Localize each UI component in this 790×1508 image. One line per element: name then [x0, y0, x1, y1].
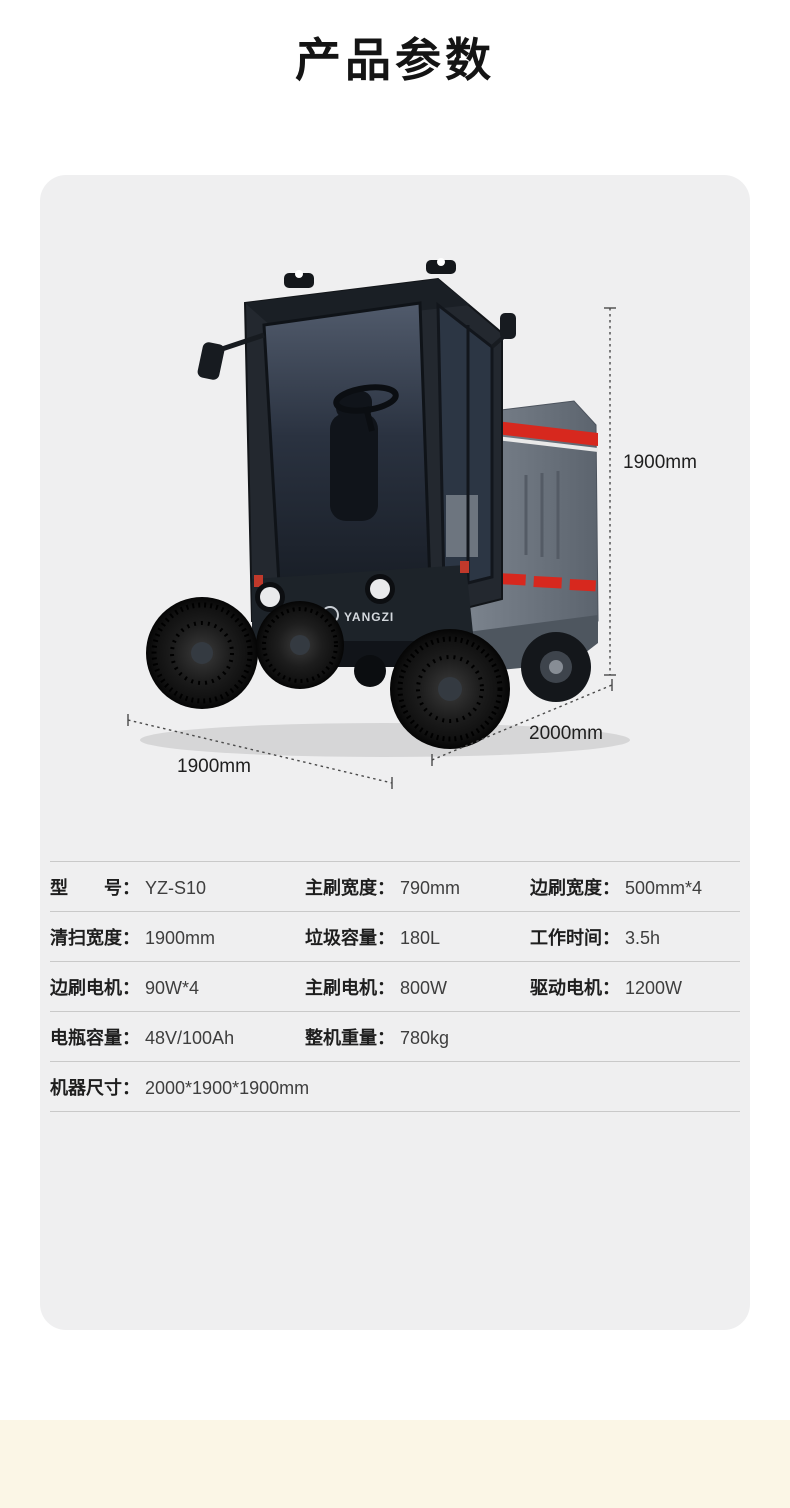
spec-row-1: 型 号： YZ-S10 主刷宽度： 790mm 边刷宽度： 500mm*4 — [50, 861, 740, 911]
spec-value: 1200W — [625, 977, 683, 998]
spec-cell-main-brush-motor: 主刷电机： 800W — [305, 974, 530, 1000]
footer-strip — [0, 1420, 790, 1508]
side-brush-right — [390, 629, 510, 749]
spec-cell-machine-weight: 整机重量： 780kg — [305, 1024, 530, 1050]
spec-label: 边刷宽度： — [530, 877, 620, 898]
spec-label: 整机重量： — [305, 1027, 395, 1048]
spec-value: 180L — [400, 927, 441, 948]
dimension-width-line — [127, 714, 393, 789]
rear-wheel — [521, 632, 591, 702]
spec-cell-model: 型 号： YZ-S10 — [50, 874, 305, 900]
spec-cell-side-brush-motor: 边刷电机： 90W*4 — [50, 974, 305, 1000]
sweeper-illustration: YANGZI — [146, 258, 599, 749]
left-mirror — [197, 332, 265, 380]
side-brush-middle — [256, 601, 344, 689]
steering-wheel — [333, 384, 399, 432]
dimension-width-label: 1900mm — [177, 756, 251, 777]
spec-label: 垃圾容量： — [305, 927, 395, 948]
spec-label: 主刷宽度： — [305, 877, 395, 898]
side-brush-left — [146, 597, 258, 709]
spec-label: 工作时间： — [530, 927, 620, 948]
spec-cell-cleaning-width: 清扫宽度： 1900mm — [50, 924, 305, 950]
headlight-right — [365, 574, 395, 604]
dimension-length-label: 2000mm — [529, 723, 603, 744]
spec-value: 790mm — [400, 877, 461, 898]
spec-value: YZ-S10 — [145, 877, 207, 898]
spec-value: 3.5h — [625, 927, 661, 948]
spec-row-4: 电瓶容量： 48V/100Ah 整机重量： 780kg — [50, 1011, 740, 1061]
spec-value: 1900mm — [145, 927, 216, 948]
spec-value: 48V/100Ah — [145, 1027, 235, 1048]
spec-label: 型 号： — [50, 877, 140, 898]
spec-value: 800W — [400, 977, 448, 998]
spec-label: 清扫宽度： — [50, 927, 140, 948]
red-stripe-bottom — [497, 573, 596, 592]
brand-logo-text: YANGZI — [344, 610, 394, 624]
spec-row-5: 机器尺寸： 2000*1900*1900mm — [50, 1061, 740, 1111]
spec-label: 主刷电机： — [305, 977, 395, 998]
spec-cell-bin-capacity: 垃圾容量： 180L — [305, 924, 530, 950]
page-title: 产品参数 — [295, 34, 495, 86]
cab-roof — [245, 279, 470, 327]
spec-row-3: 边刷电机： 90W*4 主刷电机： 800W 驱动电机： 1200W — [50, 961, 740, 1011]
spec-table: 型 号： YZ-S10 主刷宽度： 790mm 边刷宽度： 500mm*4 清扫… — [50, 861, 740, 1112]
spec-label: 边刷电机： — [50, 977, 140, 998]
spec-row-2: 清扫宽度： 1900mm 垃圾容量： 180L 工作时间： 3.5h — [50, 911, 740, 961]
spec-cell-main-brush-width: 主刷宽度： 790mm — [305, 874, 530, 900]
spec-cell-machine-size: 机器尺寸： 2000*1900*1900mm — [50, 1074, 740, 1100]
spec-label: 机器尺寸： — [50, 1077, 140, 1098]
dimension-height-line — [604, 307, 616, 676]
spec-value: 2000*1900*1900mm — [145, 1077, 310, 1098]
dimension-height-label: 1900mm — [623, 452, 697, 473]
spec-cell-battery-capacity: 电瓶容量： 48V/100Ah — [50, 1024, 305, 1050]
right-mirror — [490, 313, 516, 349]
spec-cell-side-brush-width: 边刷宽度： 500mm*4 — [530, 874, 740, 900]
spec-cell-drive-motor: 驱动电机： 1200W — [530, 974, 740, 1000]
headlight-left — [255, 582, 285, 612]
spec-label: 驱动电机： — [530, 977, 620, 998]
roof-lights — [284, 258, 456, 288]
product-figure: YANGZI — [127, 258, 697, 789]
spec-value: 780kg — [400, 1027, 450, 1048]
ground-shadow — [140, 723, 630, 757]
product-card: YANGZI — [40, 175, 750, 1330]
dimension-length-line — [431, 679, 613, 766]
spec-value: 500mm*4 — [625, 877, 703, 898]
spec-cell-working-time: 工作时间： 3.5h — [530, 924, 740, 950]
spec-label: 电瓶容量： — [50, 1027, 140, 1048]
red-stripe-top — [496, 421, 598, 446]
spec-value: 90W*4 — [145, 977, 200, 998]
